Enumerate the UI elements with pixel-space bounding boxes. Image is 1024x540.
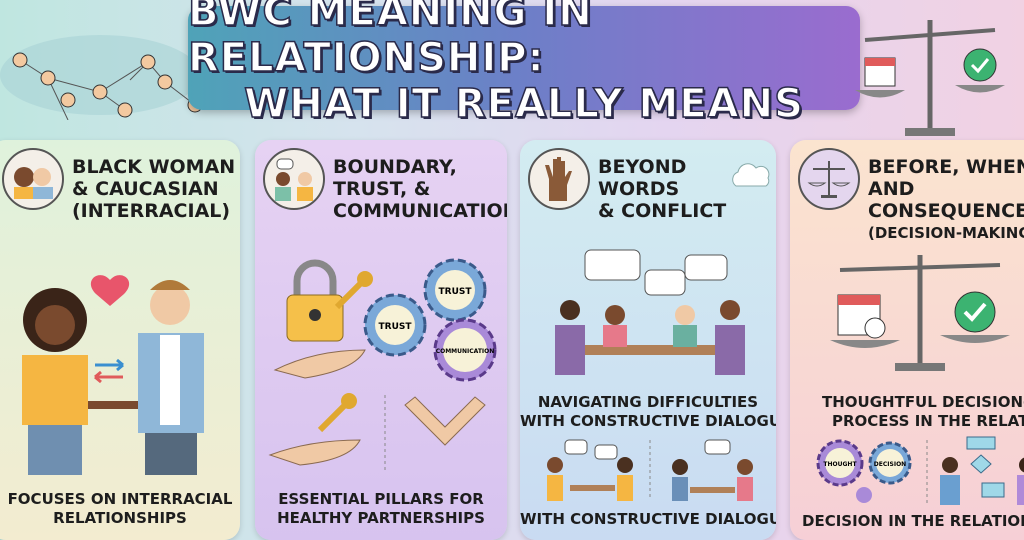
panel-1-heading-line: (INTERRACIAL) xyxy=(72,200,231,222)
cloud-icon xyxy=(732,163,770,187)
panel-4-caption-line: DECISION IN THE RELATIONSHIP xyxy=(802,512,1024,530)
panel-3-heading-line: WORDS xyxy=(598,178,680,200)
couple-avatar-icon xyxy=(2,148,64,210)
panel-4-heading-line: AND xyxy=(868,178,915,200)
conversation-avatar-icon xyxy=(263,148,325,210)
panel-2-caption-line: ESSENTIAL PILLARS FOR xyxy=(278,490,484,508)
gears-flowchart-illustration: THOUGHT DECISION xyxy=(816,436,1024,505)
panel-2-heading-line: COMMUNICATION xyxy=(333,200,507,222)
gear-label-trust: TRUST xyxy=(379,322,413,332)
panel-1-heading-line: & CAUCASIAN xyxy=(72,178,219,200)
panel-3-caption-line: WITH CONSTRUCTIVE DIALOGUE xyxy=(520,510,776,528)
gear-label-decision: DECISION xyxy=(874,461,906,468)
lock-key-gears-illustration: TRUST TRUST COMMUNICATION xyxy=(268,258,497,470)
panel-3-heading-line: & CONFLICT xyxy=(598,200,727,222)
raised-hand-icon xyxy=(528,148,590,210)
panel-2-heading-line: BOUNDARY, xyxy=(333,156,457,178)
panel-3-mid-caption-line: WITH CONSTRUCTIVE DIALOGUE xyxy=(520,412,776,430)
scale-icon xyxy=(798,148,860,210)
world-network-illustration xyxy=(0,35,203,120)
title-line-1: BWC MEANING IN RELATIONSHIP: xyxy=(187,0,593,82)
panel-interracial: BLACK WOMAN & CAUCASIAN (INTERRACIAL) FO… xyxy=(0,140,240,540)
panel-4-mid-caption-line: PROCESS IN THE RELATIONSHIP xyxy=(832,412,1024,430)
panel-3-mid-caption-line: NAVIGATING DIFFICULTIES xyxy=(537,393,759,411)
panel-4-heading-line: (DECISION-MAKING) xyxy=(868,224,1024,242)
panel-4-mid-caption-line: THOUGHTFUL DECISION-MAKING xyxy=(822,393,1024,411)
couple-holding-hands-illustration xyxy=(22,275,204,475)
scale-calendar-check-illustration xyxy=(830,255,1010,371)
panel-beyond-words-conflict: BEYOND WORDS & CONFLICT NAVIGATING DIFFI… xyxy=(520,140,776,540)
panel-1-caption-line: FOCUSES ON INTERRACIAL xyxy=(7,490,233,508)
panel-4-heading-line: CONSEQUENCES xyxy=(868,200,1024,222)
panel-4-heading-line: BEFORE, WHEN, xyxy=(868,156,1024,178)
panel-1-caption-line: RELATIONSHIPS xyxy=(53,509,187,527)
panel-boundary-trust-communication: BOUNDARY, TRUST, & COMMUNICATION TRUST T… xyxy=(255,140,507,540)
balance-scale-illustration xyxy=(855,20,1005,136)
pair-discussions-illustration xyxy=(547,439,753,501)
gear-label-trust: TRUST xyxy=(439,287,473,297)
title-banner: BWC MEANING IN RELATIONSHIP: WHAT IT REA… xyxy=(187,0,860,128)
gear-label-thought: THOUGHT xyxy=(823,461,857,468)
group-discussion-illustration xyxy=(555,249,745,375)
gear-label-communication: COMMUNICATION xyxy=(436,348,495,355)
panel-2-caption-line: HEALTHY PARTNERSHIPS xyxy=(277,509,485,527)
title-line-2: WHAT IT REALLY MEANS xyxy=(243,80,804,128)
panel-2-heading-line: TRUST, & xyxy=(333,178,431,200)
panel-1-heading-line: BLACK WOMAN xyxy=(72,156,236,178)
panel-3-heading-line: BEYOND xyxy=(598,156,687,178)
panel-decision-making: BEFORE, WHEN, AND CONSEQUENCES (DECISION… xyxy=(790,140,1024,540)
